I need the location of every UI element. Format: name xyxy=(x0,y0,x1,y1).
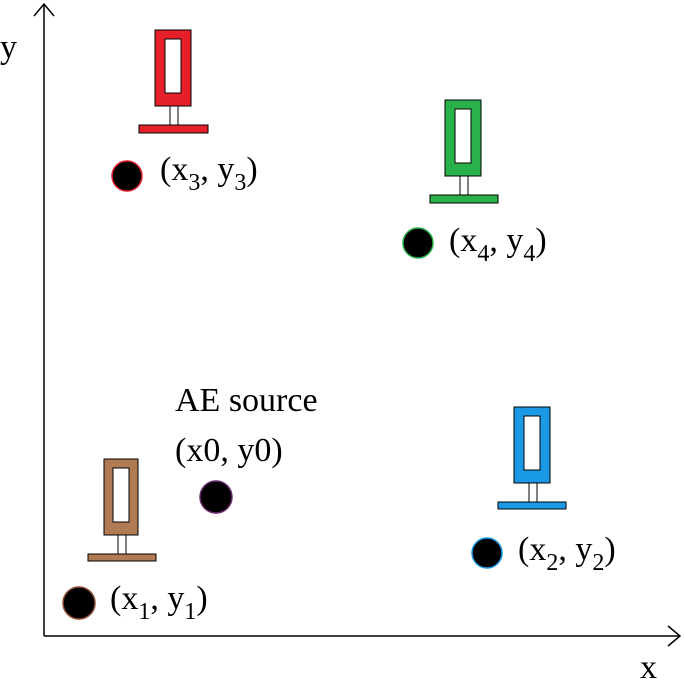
sensor-1-label: (x1, y1) xyxy=(110,580,208,625)
ae-source-title: AE source xyxy=(175,382,318,419)
x-axis-label: x xyxy=(640,649,657,682)
sensor-3-label: (x3, y3) xyxy=(160,151,258,196)
sensor-4-label: (x4, y4) xyxy=(449,222,547,267)
sensor-3-dot xyxy=(111,160,143,192)
sensor-4: (x4, y4) xyxy=(402,99,547,267)
sensor-3-icon xyxy=(138,29,209,134)
ae-source: AE source (x0, y0) xyxy=(175,382,318,514)
sensor-2-icon xyxy=(497,406,567,510)
sensor-2-label: (x2, y2) xyxy=(518,531,616,576)
sensor-2: (x2, y2) xyxy=(471,406,616,576)
sensor-1: (x1, y1) xyxy=(62,458,208,625)
x-axis-arrowhead xyxy=(667,625,682,647)
sensor-1-icon xyxy=(87,458,157,562)
sensor-4-icon xyxy=(429,99,499,204)
sensor-1-dot xyxy=(62,586,96,620)
y-axis-arrowhead xyxy=(33,2,55,17)
y-axis-label: y xyxy=(0,29,17,66)
sensor-2-dot xyxy=(471,537,503,569)
ae-source-coords: (x0, y0) xyxy=(175,432,283,469)
sensor-4-dot xyxy=(402,227,434,259)
sensor-3: (x3, y3) xyxy=(111,29,258,196)
ae-source-dot xyxy=(199,480,233,514)
